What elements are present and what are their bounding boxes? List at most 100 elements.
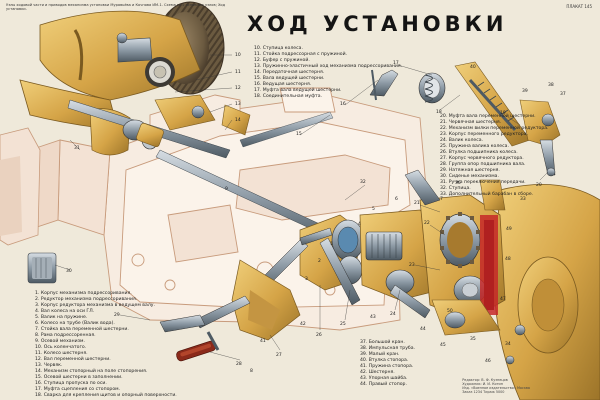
callout-label: 37 bbox=[560, 91, 566, 97]
legend-item: 44. Правый стопор. bbox=[360, 382, 407, 387]
footer-line: Изд. «Военное издательство» Москва bbox=[462, 386, 530, 390]
bottom-right-wheel bbox=[493, 183, 600, 400]
callout-label: 27 bbox=[276, 352, 282, 358]
callout-label: 50 bbox=[447, 308, 453, 314]
legend-item: 41. Пружина стопора. bbox=[360, 364, 414, 369]
legend-item: 33. Дополнительный барабан в сборе. bbox=[440, 192, 534, 197]
legend-item: 18. Сварка для крепления щитов и опорный… bbox=[35, 393, 177, 398]
legend-item: 38. Импульсная труба. bbox=[360, 346, 416, 351]
callout-label: 44 bbox=[420, 326, 426, 332]
callout-label: 8 bbox=[250, 368, 253, 374]
callout-label: 28 bbox=[236, 361, 242, 367]
top-caption: Узлы ходовой части и приводов механизма … bbox=[6, 3, 226, 12]
leader-lines bbox=[54, 54, 549, 361]
callout-label: 22 bbox=[424, 220, 430, 226]
callout-label: 21 bbox=[414, 200, 420, 206]
callout-label: 31 bbox=[74, 145, 80, 151]
callout-label: 12 bbox=[235, 85, 241, 91]
legend-item: 7. Стойка вала переменной шестерни. bbox=[35, 327, 129, 332]
callout-label: 24 bbox=[390, 311, 396, 317]
callout-label: 45 bbox=[440, 342, 446, 348]
buffer-spring-assembly bbox=[369, 61, 561, 177]
callout-label: 25 bbox=[340, 321, 346, 327]
legend-item: 16. Ступица пропуска по оси. bbox=[35, 381, 107, 386]
callout-label: 39 bbox=[522, 88, 528, 94]
callout-label: 43 bbox=[370, 314, 376, 320]
legend-item: 40. Втулка стопора. bbox=[360, 358, 409, 363]
callout-label: 38 bbox=[548, 82, 554, 88]
legend-item: 14. Передаточная шестерня. bbox=[254, 70, 325, 75]
legend-item: 29. Натяжная шестерня. bbox=[440, 168, 500, 173]
legend-item: 37. Большой кран. bbox=[360, 340, 405, 345]
legend-item: 10. Ступица колеса. bbox=[254, 46, 303, 51]
callout-label: 10 bbox=[235, 52, 241, 58]
callout-label: 48 bbox=[505, 256, 511, 262]
callout-label: 36 bbox=[455, 180, 461, 186]
callout-label: 26 bbox=[316, 332, 322, 338]
callout-label: 16 bbox=[340, 101, 346, 107]
legend-item: 21. Червячная шестерня. bbox=[440, 120, 502, 125]
legend-item: 22. Механизм вилки переменной редуктора. bbox=[440, 126, 549, 131]
legend-item: 15. Вала ведущей шестерни. bbox=[254, 76, 325, 81]
legend-item: 30. Сиденье механизма. bbox=[440, 174, 499, 179]
legend-right: 20. Муфта вала переменной шестерни. 21. … bbox=[440, 114, 549, 198]
legend-item: 28. Группа опор подшипника вала. bbox=[440, 162, 526, 167]
footer-line: Заказ 1234 Тираж 5000 bbox=[462, 390, 505, 394]
footer-line: Редактор: В. Ф. Кузнецов bbox=[462, 378, 508, 382]
callout-label: 15 bbox=[296, 131, 302, 137]
legend-item: 42. Шестерня. bbox=[360, 370, 395, 375]
legend-item: 17. Муфта вала ведущей шестерни. bbox=[254, 88, 342, 93]
callout-label: 9 bbox=[225, 186, 228, 192]
legend-item: 23. Корпус переменного редуктора. bbox=[440, 132, 528, 137]
legend-item: 15. Осевой шестерни в заполнении. bbox=[35, 375, 123, 380]
legend-item: 16. Ведущая шестерня. bbox=[254, 82, 312, 87]
callout-numbers: 10 11 12 13 14 15 16 17 18 19 20 21 22 2… bbox=[66, 52, 566, 374]
callout-label: 29 bbox=[114, 312, 120, 318]
legend-item: 17. Муфта сцепления со стопором. bbox=[35, 387, 121, 392]
callout-label: 32 bbox=[360, 179, 366, 185]
callout-label: 30 bbox=[66, 268, 72, 274]
callout-label: 42 bbox=[300, 321, 306, 327]
legend-item: 32. Ступица. bbox=[440, 186, 471, 191]
legend-item: 25. Пружина валика колеса. bbox=[440, 144, 509, 149]
callout-label: 35 bbox=[470, 336, 476, 342]
callout-label: 23 bbox=[409, 262, 415, 268]
legend-item: 39. Малый кран. bbox=[360, 352, 400, 357]
legend-item: 5. Валик на пружине. bbox=[35, 315, 88, 320]
legend-item: 27. Корпус червячного редуктора. bbox=[440, 156, 524, 161]
callout-label: 18 bbox=[436, 109, 442, 115]
callout-label: 3 bbox=[305, 276, 308, 282]
legend-bottom-mid: 37. Большой кран. 38. Импульсная труба. … bbox=[360, 340, 415, 388]
callout-label: 34 bbox=[505, 341, 511, 347]
callout-label: 33 bbox=[520, 196, 526, 202]
callout-label: 13 bbox=[235, 101, 241, 107]
callout-label: 7 bbox=[440, 196, 443, 202]
callout-label: 20 bbox=[536, 182, 542, 188]
legend-item: 9. Осевой механизм. bbox=[35, 339, 85, 344]
top-left-wheel bbox=[19, 1, 225, 156]
legend-item: 12. Вал переменной шестерни. bbox=[35, 357, 111, 362]
callout-label: 14 bbox=[235, 117, 241, 123]
legend-item: 43. Упорная шайба. bbox=[360, 376, 408, 381]
legend-item: 6. Колесо на трубе (Валик вода). bbox=[35, 321, 115, 326]
poster-id: ПЛАКАТ 145 bbox=[566, 4, 592, 9]
footer-line: Художник: И. И. Котин bbox=[462, 382, 503, 386]
legend-item: 26. Втулка подшипника колеса. bbox=[440, 150, 518, 155]
callout-label: 19 bbox=[500, 110, 506, 116]
legend-item: 2. Редуктор механизма подрессоривания. bbox=[35, 297, 138, 302]
legend-item: 31. Ручка переключения передачи. bbox=[440, 180, 526, 185]
callout-label: 11 bbox=[235, 69, 241, 75]
legend-item: 24. Валик колеса. bbox=[440, 138, 484, 143]
legend-item: 12. Буфер с пружиной. bbox=[254, 58, 310, 63]
callout-label: 49 bbox=[506, 226, 512, 232]
legend-item: 18. Соединительная муфта. bbox=[254, 94, 323, 99]
callout-label: 46 bbox=[485, 358, 491, 364]
legend-item: 8. Рама подрессоренная. bbox=[35, 333, 96, 338]
callout-label: 5 bbox=[372, 206, 375, 212]
callout-label: 2 bbox=[318, 258, 321, 264]
legend-item: 10. Ось коленчатого. bbox=[35, 345, 87, 350]
callout-label: 41 bbox=[260, 338, 266, 344]
legend-item: 11. Колесо шестерня. bbox=[35, 351, 88, 356]
